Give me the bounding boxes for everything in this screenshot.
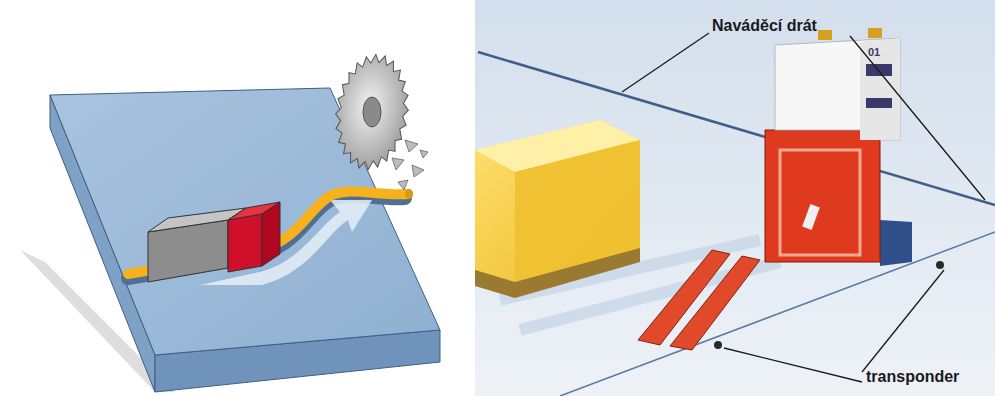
- transponder-dot: [936, 261, 944, 269]
- wire-end: [405, 189, 413, 199]
- chips: [392, 140, 428, 190]
- agv-light: [818, 30, 832, 40]
- agv-display: [866, 98, 892, 108]
- agv-light: [868, 28, 882, 38]
- agv-panel: [780, 150, 860, 255]
- transponder-dot: [714, 341, 722, 349]
- agv-illustration: [475, 0, 995, 396]
- leader-line: [862, 270, 944, 372]
- fork: [670, 256, 760, 350]
- handle: [802, 204, 820, 230]
- agv-body: [765, 130, 880, 262]
- leader-line: [850, 36, 985, 200]
- vehicle-number: 01: [868, 46, 880, 58]
- agv-mast: [775, 38, 900, 140]
- wire-label: Naváděcí drát: [712, 17, 817, 35]
- clamp-front: [228, 214, 262, 272]
- leader-line: [724, 348, 862, 382]
- groove-illustration: [20, 50, 440, 392]
- saw-blade: [329, 50, 416, 174]
- pallet-base: [475, 248, 640, 298]
- agv-base: [880, 220, 912, 266]
- agv-display: [866, 64, 892, 76]
- transponder-label: transponder: [866, 368, 959, 386]
- leader-line: [622, 33, 709, 92]
- saw-hub: [363, 97, 381, 127]
- floor: [475, 0, 995, 396]
- clamp-side: [262, 202, 280, 266]
